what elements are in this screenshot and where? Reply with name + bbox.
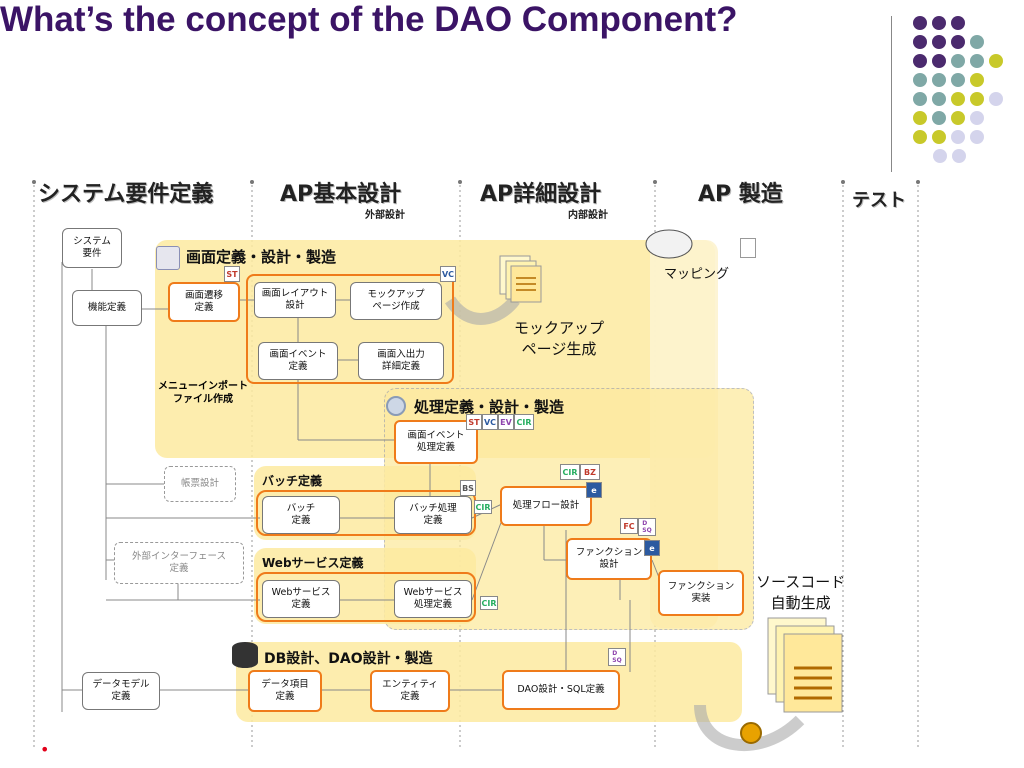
page-title: What’s the concept of the DAO Component? xyxy=(0,0,738,39)
highlight-screen-layout-group xyxy=(246,274,454,384)
decorative-dot xyxy=(951,130,965,144)
decorative-dot-grid xyxy=(900,14,1010,164)
decorative-dot xyxy=(970,35,984,49)
highlight-web-group xyxy=(256,572,476,622)
section-process-label: 処理定義・設計・製造 xyxy=(414,398,565,416)
box-function-definition[interactable]: 機能定義 xyxy=(72,290,142,326)
decorative-dot xyxy=(970,92,984,106)
decorative-dot xyxy=(913,130,927,144)
box-data-item[interactable]: データ項目 定義 xyxy=(248,670,322,712)
footer-bullet: • xyxy=(40,740,50,759)
decorative-dot xyxy=(970,130,984,144)
phase-ap-basic-design: AP基本設計 xyxy=(280,182,402,207)
box-screen-layout[interactable]: 画面レイアウト 設計 xyxy=(254,282,336,318)
decorative-dot xyxy=(989,54,1003,68)
screen-section-icon xyxy=(156,246,180,270)
badge-cir-1: CIR xyxy=(514,414,534,430)
section-screen-label: 画面定義・設計・製造 xyxy=(186,248,337,266)
db-cylinder-icon xyxy=(232,642,258,668)
badge-vc-1: VC xyxy=(440,266,456,282)
decorative-dot xyxy=(970,73,984,87)
badge-e-1: e xyxy=(586,482,602,498)
badge-ev: EV xyxy=(498,414,514,430)
box-process-flow[interactable]: 処理フロー設計 xyxy=(500,486,592,526)
generate-power-icon xyxy=(740,722,762,744)
box-entity[interactable]: エンティティ 定義 xyxy=(370,670,450,712)
callout-source-generation: ソースコード 自動生成 xyxy=(756,573,846,612)
mockup-doc-icon xyxy=(498,254,542,304)
decorative-dot xyxy=(952,149,966,163)
box-report-design[interactable]: 帳票設計 xyxy=(164,466,236,502)
box-system-requirements[interactable]: システム 要件 xyxy=(62,228,122,268)
decorative-dot xyxy=(932,35,946,49)
decorative-dot xyxy=(970,54,984,68)
badge-st-2: ST xyxy=(466,414,482,430)
badge-st-1: ST xyxy=(224,266,240,282)
decorative-dot xyxy=(913,16,927,30)
badge-vc-2: VC xyxy=(482,414,498,430)
badge-cir-3: CIR xyxy=(560,464,580,480)
badge-bs: BS xyxy=(460,480,476,496)
decorative-dot xyxy=(932,130,946,144)
badge-dsq-1: D SQ xyxy=(638,518,656,536)
phase-ap-detail-design: AP詳細設計 xyxy=(480,182,602,207)
callout-mapping: マッピング xyxy=(664,267,730,282)
section-db-label: DB設計、DAO設計・製造 xyxy=(264,651,433,667)
box-mockup-creation[interactable]: モックアップ ページ作成 xyxy=(350,282,442,320)
box-external-interface[interactable]: 外部インターフェース 定義 xyxy=(114,542,244,584)
phase-test: テスト xyxy=(852,190,906,211)
box-batch-definition[interactable]: バッチ 定義 xyxy=(262,496,340,534)
decorative-dot xyxy=(932,16,946,30)
box-web-service-definition[interactable]: Webサービス 定義 xyxy=(262,580,340,618)
menu-import-label: メニューインポート ファイル作成 xyxy=(158,381,248,405)
box-screen-event[interactable]: 画面イベント 定義 xyxy=(258,342,338,380)
title-divider xyxy=(891,16,892,172)
mapping-cloud-icon xyxy=(644,226,694,260)
decorative-dot xyxy=(932,111,946,125)
callout-mockup-generation: モックアップ ページ生成 xyxy=(514,319,605,358)
badge-bz: BZ xyxy=(580,464,600,480)
decorative-dot xyxy=(951,92,965,106)
phase-ap-basic-design-sub: 外部設計 xyxy=(365,210,405,221)
section-web-label: Webサービス定義 xyxy=(262,556,364,570)
badge-e-2: e xyxy=(644,540,660,556)
decorative-dot xyxy=(951,35,965,49)
box-data-model[interactable]: データモデル 定義 xyxy=(82,672,160,710)
process-section-icon xyxy=(386,396,406,416)
box-dao-sql[interactable]: DAO設計・SQL定義 xyxy=(502,670,620,710)
decorative-dot xyxy=(951,16,965,30)
build-column-file-icon xyxy=(740,238,756,258)
decorative-dot xyxy=(933,149,947,163)
decorative-dot xyxy=(970,111,984,125)
box-screen-io-detail[interactable]: 画面入出力 詳細定義 xyxy=(358,342,444,380)
badge-fc: FC xyxy=(620,518,638,534)
badge-cir-2: CIR xyxy=(474,500,492,514)
box-event-processing[interactable]: 画面イベント 処理定義 xyxy=(394,420,478,464)
box-web-service-processing[interactable]: Webサービス 処理定義 xyxy=(394,580,472,618)
decorative-dot xyxy=(989,92,1003,106)
decorative-dot xyxy=(932,73,946,87)
decorative-dot xyxy=(932,92,946,106)
phase-system-requirements: システム要件定義 xyxy=(38,182,214,207)
phase-ap-detail-design-sub: 内部設計 xyxy=(568,210,608,221)
decorative-dot xyxy=(913,73,927,87)
decorative-dot xyxy=(932,54,946,68)
box-function-design[interactable]: ファンクション 設計 xyxy=(566,538,652,580)
box-screen-transition[interactable]: 画面遷移 定義 xyxy=(168,282,240,322)
decorative-dot xyxy=(951,54,965,68)
decorative-dot xyxy=(913,92,927,106)
decorative-dot xyxy=(913,54,927,68)
decorative-dot xyxy=(951,111,965,125)
badge-cir-4: CIR xyxy=(480,596,498,610)
decorative-dot xyxy=(913,111,927,125)
box-batch-processing[interactable]: バッチ処理 定義 xyxy=(394,496,472,534)
phase-ap-build: AP 製造 xyxy=(698,182,783,207)
box-function-implementation[interactable]: ファンクション 実装 xyxy=(658,570,744,616)
section-batch-label: バッチ定義 xyxy=(262,474,323,488)
decorative-dot xyxy=(951,73,965,87)
badge-dsq-2: D SQ xyxy=(608,648,626,666)
source-doc-icon xyxy=(766,616,846,716)
decorative-dot xyxy=(913,35,927,49)
